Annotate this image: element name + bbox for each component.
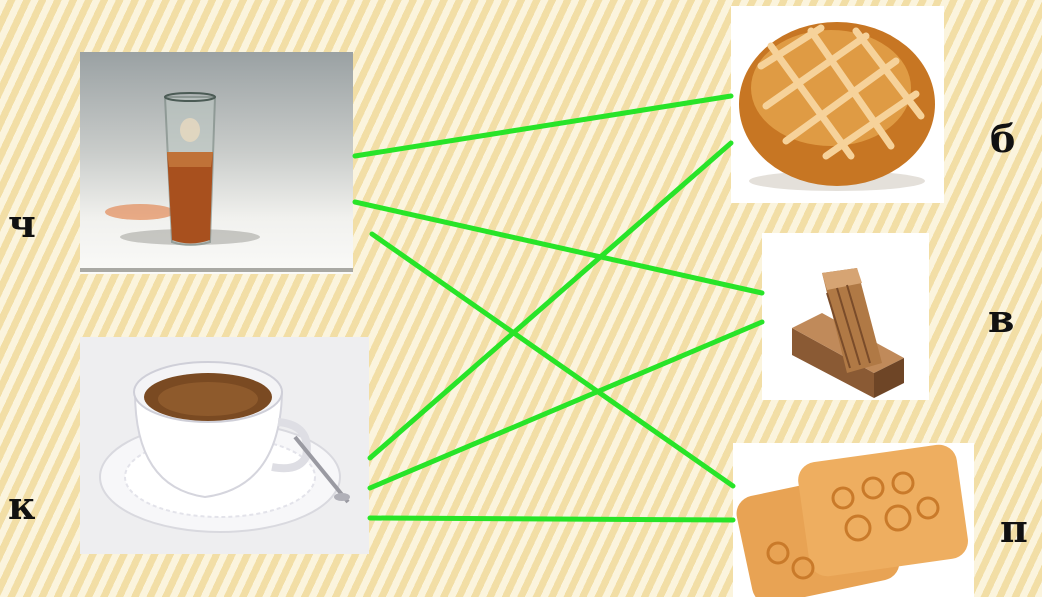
bread-loaf-image[interactable] <box>731 6 944 203</box>
tea-glass-image[interactable] <box>80 52 353 274</box>
line-tea-wafers <box>355 202 762 293</box>
letter-right-2: в <box>988 300 1014 338</box>
wafers-image[interactable] <box>762 233 929 400</box>
line-coffee-wafers <box>370 322 762 488</box>
line-coffee-bread <box>370 143 731 458</box>
letter-right-1: б <box>990 120 1015 158</box>
cookies-image[interactable] <box>733 443 974 597</box>
line-coffee-cookies <box>370 518 733 520</box>
coffee-cup-image[interactable] <box>80 337 369 554</box>
line-tea-bread <box>355 96 731 156</box>
letter-right-3: п <box>1000 510 1028 548</box>
letter-left-1: ч <box>8 205 36 243</box>
line-tea-cookies <box>372 234 733 486</box>
letter-left-2: к <box>8 487 35 525</box>
